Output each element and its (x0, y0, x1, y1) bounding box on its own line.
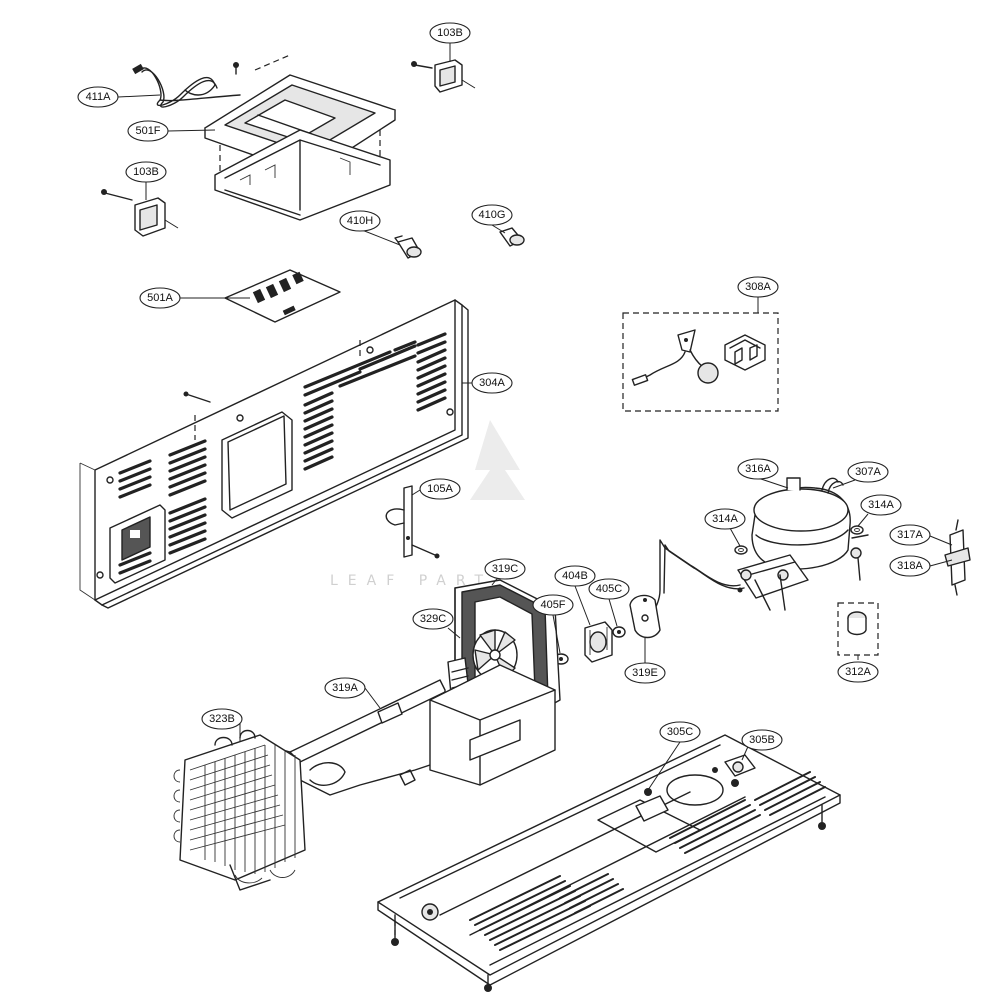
svg-text:410H: 410H (347, 215, 373, 227)
svg-text:103B: 103B (133, 166, 159, 178)
callout-308A: 308A (737, 276, 779, 298)
callout-319A: 319A (324, 677, 366, 699)
part-base-pan (377, 734, 841, 992)
svg-text:307A: 307A (855, 466, 881, 478)
svg-text:501A: 501A (147, 292, 173, 304)
svg-text:314A: 314A (868, 499, 894, 511)
svg-text:305B: 305B (749, 734, 775, 746)
part-314A-grommet-right (850, 525, 864, 535)
part-304A-rear-panel (79, 299, 469, 609)
watermark-logo-icon (470, 420, 525, 500)
callout-404B: 404B (554, 565, 596, 587)
callout-501A: 501A (139, 287, 181, 309)
callout-501F: 501F (127, 120, 169, 142)
svg-text:312A: 312A (845, 666, 871, 678)
svg-text:105A: 105A (427, 483, 453, 495)
callout-318A: 318A (889, 555, 931, 577)
svg-text:319C: 319C (492, 563, 518, 575)
part-308A-relay-kit (622, 312, 779, 412)
part-405C-washer (612, 626, 626, 638)
callout-410G: 410G (471, 204, 513, 226)
callout-304A: 304A (471, 372, 513, 394)
callout-405C: 405C (588, 578, 630, 600)
svg-text:308A: 308A (745, 281, 771, 293)
callout-329C: 329C (412, 608, 454, 630)
callout-411A: 411A (77, 86, 119, 108)
callout-323B: 323B (201, 708, 243, 730)
svg-text:405C: 405C (596, 583, 622, 595)
svg-text:305C: 305C (667, 726, 693, 738)
part-314A-grommet-left (734, 545, 748, 555)
svg-text:405F: 405F (540, 599, 565, 611)
callout-105A: 105A (419, 478, 461, 500)
svg-text:319A: 319A (332, 682, 358, 694)
svg-text:411A: 411A (86, 91, 112, 103)
watermark-text: LEAF PARTS (330, 573, 512, 589)
callout-312A: 312A (837, 661, 879, 683)
callout-305B: 305B (741, 729, 783, 751)
svg-text:103B: 103B (437, 27, 463, 39)
svg-text:323B: 323B (209, 713, 235, 725)
part-323B-condenser-coil (173, 729, 306, 891)
part-319E-fan-bracket (629, 594, 661, 639)
svg-text:319E: 319E (632, 667, 658, 679)
part-410H-lamp (394, 235, 422, 259)
part-105A-drain-tube (385, 485, 440, 559)
part-317A-318A-valve (944, 519, 971, 596)
callout-319C: 319C (484, 558, 526, 580)
svg-text:501F: 501F (135, 125, 160, 137)
svg-text:316A: 316A (745, 463, 771, 475)
svg-text:404B: 404B (562, 570, 588, 582)
part-319A-base-tray (249, 664, 556, 796)
callout-405F: 405F (532, 594, 574, 616)
svg-text:329C: 329C (420, 613, 446, 625)
callout-305C: 305C (659, 721, 701, 743)
callout-103B-top: 103B (429, 22, 471, 44)
part-312A-fitting-kit (837, 602, 879, 656)
svg-text:314A: 314A (712, 513, 738, 525)
part-305C-relay (635, 795, 669, 822)
svg-text:318A: 318A (897, 560, 923, 572)
svg-text:410G: 410G (479, 209, 506, 221)
part-411A-wire-harness (132, 63, 241, 108)
callout-314A-right: 314A (860, 494, 902, 516)
watermark: LEAF PARTS (330, 420, 525, 589)
part-316A-compressor (651, 477, 869, 613)
callout-314A-left: 314A (704, 508, 746, 530)
base-pan-vent-slots (469, 771, 826, 951)
part-404B-fan-motor (584, 621, 613, 663)
callout-307A: 307A (847, 461, 889, 483)
svg-text:304A: 304A (479, 377, 505, 389)
part-103B-bracket-left (101, 189, 179, 237)
callout-316A: 316A (737, 458, 779, 480)
callout-319E: 319E (624, 662, 666, 684)
part-501F-control-housing (204, 54, 396, 221)
callout-317A: 317A (889, 524, 931, 546)
callout-410H: 410H (339, 210, 381, 232)
part-103B-bracket-top (411, 59, 476, 93)
rear-panel-vent-slots (118, 332, 447, 575)
svg-text:317A: 317A (897, 529, 923, 541)
part-501A-circuit-board (224, 269, 341, 323)
callout-103B-left: 103B (125, 161, 167, 183)
part-410G-lamp (499, 227, 525, 247)
